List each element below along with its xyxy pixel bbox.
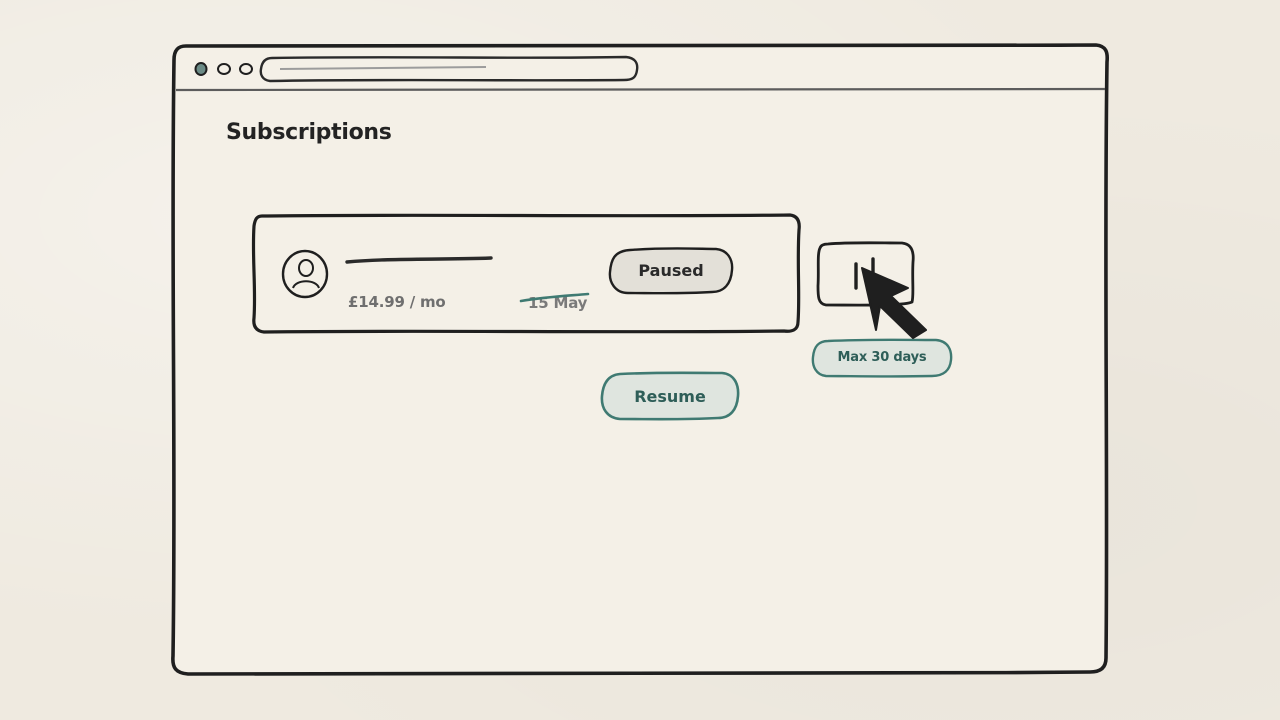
browser-window <box>171 43 1110 676</box>
arrow-cursor-icon <box>861 267 927 339</box>
page-title: Subscriptions <box>226 120 392 145</box>
window-dot-close[interactable] <box>194 62 208 76</box>
status-badge: Paused <box>638 261 704 280</box>
user-icon <box>281 249 329 299</box>
subscription-name-placeholder <box>345 256 493 264</box>
resume-button[interactable]: Resume <box>634 387 706 406</box>
subscription-price: £14.99 / mo <box>348 293 446 311</box>
pause-tooltip: Max 30 days <box>837 350 927 365</box>
subscription-card <box>251 213 801 334</box>
renewal-date: 15 May <box>528 294 588 312</box>
window-dot-minimize[interactable] <box>217 63 231 75</box>
window-controls <box>194 62 253 76</box>
status-badge-shape <box>608 247 734 295</box>
pause-tooltip-shape <box>811 338 953 378</box>
resume-button-shape <box>600 371 740 421</box>
address-bar[interactable] <box>259 55 639 83</box>
pause-button[interactable] <box>818 243 914 306</box>
window-dot-maximize[interactable] <box>239 63 253 75</box>
